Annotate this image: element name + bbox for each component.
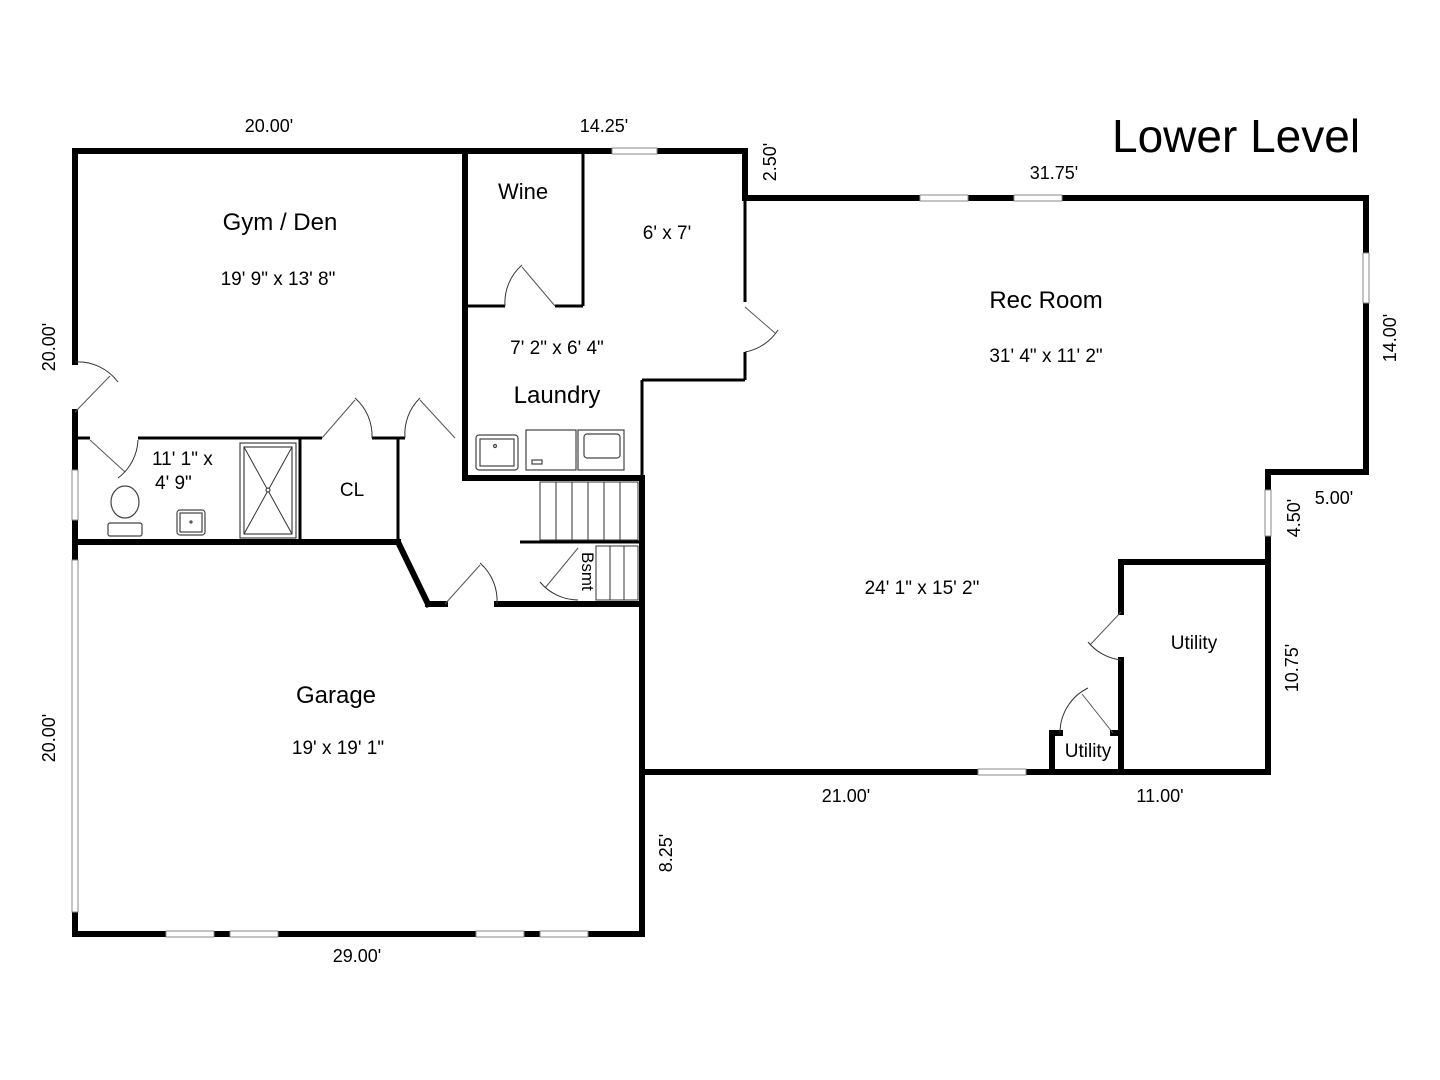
window [165, 930, 215, 938]
door [74, 375, 111, 413]
room-dims-storage: 6' x 7' [643, 223, 691, 244]
garage-door [71, 559, 79, 913]
room-dims-garage: 19' x 19' 1" [292, 738, 384, 759]
window [475, 930, 525, 938]
room-dims-bath-1: 11' 1" x [152, 449, 213, 470]
door [744, 306, 776, 334]
room-dims-bath-2: 4' 9" [155, 473, 192, 494]
door [419, 399, 456, 439]
door [1089, 611, 1122, 646]
dim-right-rec: 14.00' [1380, 314, 1400, 362]
room-labels: Gym / Den 19' 9" x 13' 8" Wine 6' x 7' 7… [152, 179, 1218, 762]
dim-top-gym: 20.00' [245, 116, 293, 136]
room-dims-rec: 31' 4" x 11' 2" [989, 346, 1102, 367]
window [229, 930, 279, 938]
dim-right-step: 5.00' [1315, 488, 1353, 508]
basement-stairs [539, 481, 639, 601]
dim-left-gym: 20.00' [39, 323, 59, 371]
window [71, 469, 79, 521]
door [89, 439, 126, 473]
door [544, 547, 579, 589]
window [1264, 489, 1272, 537]
door [521, 266, 556, 307]
window [919, 194, 969, 202]
dim-right-utility: 10.75' [1282, 644, 1302, 692]
room-dims-gym: 19' 9" x 13' 8" [221, 269, 336, 290]
room-name-garage: Garage [296, 682, 376, 709]
room-dims-rec-lower: 24' 1" x 15' 2" [865, 578, 980, 599]
room-name-gym: Gym / Den [223, 209, 338, 236]
room-dims-laundry: 7' 2" x 6' 4" [510, 338, 604, 359]
dimension-labels: 20.00' 14.25' 2.50' 31.75' 14.00' 5.00' … [39, 116, 1400, 966]
toilet-icon [110, 485, 140, 519]
door [1081, 693, 1114, 734]
room-name-utility-large: Utility [1171, 633, 1218, 654]
dim-left-garage: 20.00' [39, 714, 59, 762]
dim-top-rec: 31.75' [1030, 163, 1078, 183]
window [611, 147, 658, 155]
room-name-closet: CL [340, 480, 364, 501]
window [977, 768, 1027, 776]
dim-bottom-garage: 29.00' [333, 946, 381, 966]
window [539, 930, 589, 938]
dim-garage-right: 8.25' [656, 834, 676, 872]
windows [71, 147, 1370, 938]
fixtures [107, 429, 625, 539]
dim-bottom-utility: 11.00' [1136, 786, 1183, 806]
room-name-rec: Rec Room [989, 287, 1102, 314]
room-name-bsmt: Bsmt [578, 552, 597, 591]
room-name-laundry: Laundry [514, 382, 601, 409]
dim-right-step-v: 4.50' [1284, 499, 1304, 537]
window [1362, 252, 1370, 304]
room-name-wine: Wine [498, 179, 548, 204]
dim-top-laundry: 14.25' [580, 116, 628, 136]
dim-bottom-rec: 21.00' [822, 786, 870, 806]
door [321, 399, 356, 439]
floor-title: Lower Level [1112, 110, 1360, 162]
doors [74, 264, 1122, 734]
window [1013, 194, 1063, 202]
dim-step-up: 2.50' [760, 143, 780, 181]
room-name-utility-small: Utility [1065, 741, 1112, 762]
door [444, 564, 481, 605]
